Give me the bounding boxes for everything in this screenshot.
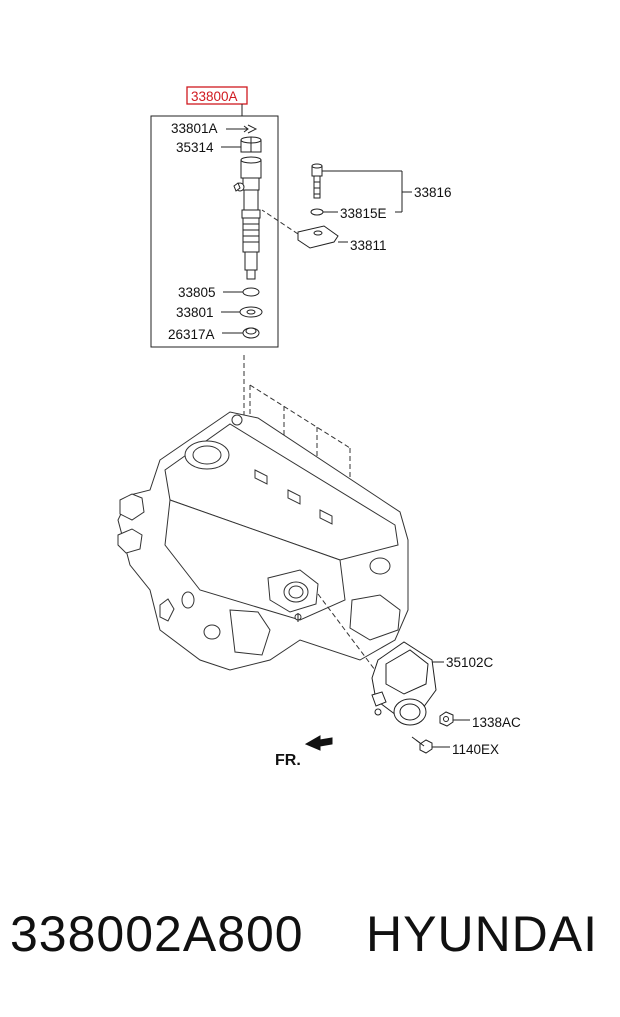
footer: 338002A800 HYUNDAI xyxy=(0,905,620,975)
callout-33801[interactable]: 33801 xyxy=(176,305,214,320)
bolt-washer-icon xyxy=(310,208,324,216)
seal-ring-icon xyxy=(242,327,260,339)
front-direction-arrow-icon xyxy=(304,735,333,751)
callout-26317a[interactable]: 26317A xyxy=(168,327,215,342)
assembly-label-box xyxy=(186,86,248,105)
front-direction-label: FR. xyxy=(275,752,301,769)
parts-diagram: 33800A 33801A 35314 33805 33801 26317 xyxy=(117,86,521,769)
flange-bolt-icon xyxy=(411,736,433,754)
callout-1338ac[interactable]: 1338AC xyxy=(472,715,521,730)
callout-33815e[interactable]: 33815E xyxy=(340,206,387,221)
engine-cylinder-head xyxy=(117,411,409,671)
part-number: 338002A800 xyxy=(10,906,304,962)
throttle-body-icon xyxy=(371,641,437,726)
o-ring-icon xyxy=(242,287,260,297)
injector-clamp-icon xyxy=(297,225,339,249)
fuel-injector-icon xyxy=(233,156,262,280)
assembly-label[interactable]: 33800A xyxy=(191,89,238,104)
injector-assembly-frame xyxy=(150,115,279,348)
callout-33805[interactable]: 33805 xyxy=(178,285,216,300)
bolt-icon xyxy=(311,163,323,199)
callout-35102c[interactable]: 35102C xyxy=(446,655,494,670)
callout-35314[interactable]: 35314 xyxy=(176,140,214,155)
hex-nut-icon xyxy=(439,711,454,727)
callout-33816[interactable]: 33816 xyxy=(414,185,452,200)
clamp-guide-line xyxy=(261,209,299,235)
callout-33801a[interactable]: 33801A xyxy=(171,121,218,136)
callout-33811[interactable]: 33811 xyxy=(350,238,387,253)
clip-spring-icon xyxy=(243,124,258,134)
injector-cap-icon xyxy=(240,136,262,153)
washer-icon xyxy=(239,306,263,318)
intake-flange xyxy=(267,569,319,622)
brand-name: HYUNDAI xyxy=(366,906,599,962)
callout-1140ex[interactable]: 1140EX xyxy=(452,742,499,757)
